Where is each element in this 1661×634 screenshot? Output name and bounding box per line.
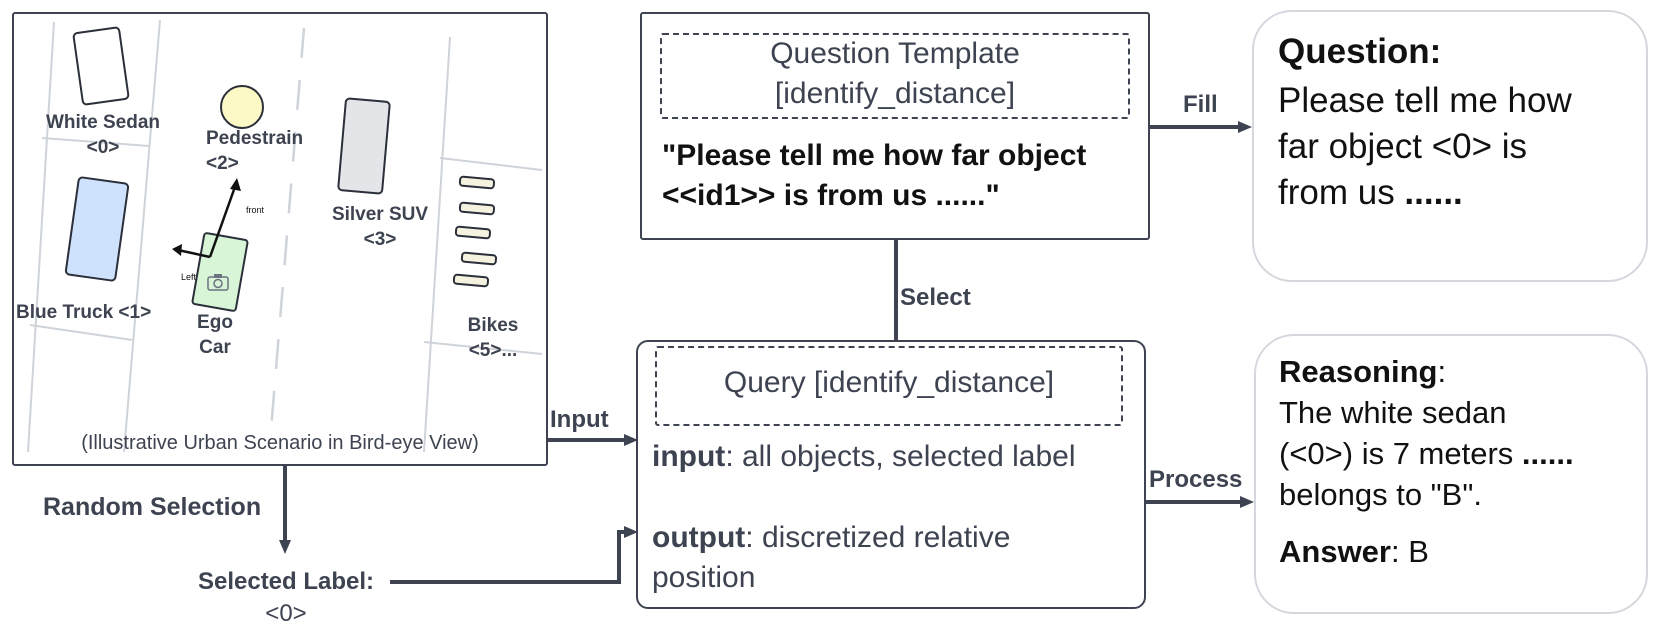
template-title: Question Template [identify_distance]	[770, 37, 1020, 110]
silver-suv-label: Silver SUV<3>	[331, 204, 429, 250]
lane-line	[423, 36, 451, 453]
question-heading: Question:	[1278, 32, 1442, 71]
white-sedan-shape	[72, 26, 130, 106]
question-text: Please tell me how far object <0> is fro…	[1278, 81, 1572, 212]
fill-label: Fill	[1183, 91, 1218, 118]
bike-shape	[460, 251, 498, 266]
input-label: Input	[550, 406, 609, 433]
random-selection-arrowhead	[279, 540, 291, 554]
query-input-key: input	[652, 440, 726, 473]
front-axis-label: front	[246, 205, 265, 215]
scene-drawing	[27, 19, 543, 453]
front-arrowhead	[230, 178, 241, 191]
query-output-line: output: discretized relative position	[652, 521, 1011, 594]
white-sedan-label: White Sedan<0>	[45, 112, 160, 158]
bike-shape	[452, 273, 490, 288]
question-box	[1252, 10, 1648, 282]
silver-suv-shape	[337, 97, 391, 195]
reasoning-box	[1254, 334, 1648, 614]
front-axis-arrow	[208, 183, 238, 258]
template-title-frame	[660, 33, 1130, 119]
query-box	[636, 340, 1146, 609]
scene-panel	[12, 12, 548, 466]
blue-truck-shape	[64, 176, 130, 282]
selected-label-arrowhead	[624, 526, 638, 538]
query-title: Query [identify_distance]	[723, 366, 1055, 399]
answer-line: Answer: B	[1279, 534, 1429, 569]
question-template-box	[640, 12, 1150, 240]
left-axis-arrow	[177, 248, 211, 259]
bike-shape	[458, 175, 496, 190]
query-title-frame	[655, 346, 1123, 426]
lane-line	[27, 21, 55, 453]
selected-label: Selected Label: <0>	[197, 568, 375, 627]
pedestrain-shape	[220, 85, 264, 129]
bikes-label: Bikes<5>...	[467, 315, 519, 361]
street-line	[41, 137, 150, 147]
blue-truck-label: Blue Truck <1>	[16, 302, 152, 323]
camera-icon	[207, 274, 229, 291]
query-input-line: input: all objects, selected label	[652, 440, 1076, 473]
street-line	[29, 324, 133, 341]
street-line	[439, 157, 543, 171]
fill-arrowhead	[1238, 121, 1252, 133]
selected-label-arrow	[390, 530, 628, 584]
bike-shape	[454, 225, 492, 240]
input-arrowhead	[624, 434, 638, 446]
query-output-key: output	[652, 521, 746, 554]
process-arrowhead	[1240, 496, 1254, 508]
lane-line	[123, 19, 161, 453]
left-axis-label: Left	[181, 272, 197, 282]
pedestrain-label: Pedestrain<2>	[206, 128, 304, 174]
reasoning-text: Reasoning: The white sedan (<0>) is 7 me…	[1279, 354, 1574, 512]
street-line	[423, 341, 543, 355]
bike-shape	[458, 201, 496, 216]
random-selection-label: Random Selection	[43, 493, 262, 521]
process-label: Process	[1149, 466, 1243, 493]
left-arrowhead	[172, 244, 182, 256]
template-text: "Please tell me how far object <<id1>> i…	[662, 139, 1087, 212]
lane-dashed	[268, 27, 306, 443]
select-label: Select	[900, 284, 971, 311]
ego-car-shape	[191, 232, 249, 312]
scene-caption: (Illustrative Urban Scenario in Bird-eye…	[81, 432, 479, 454]
